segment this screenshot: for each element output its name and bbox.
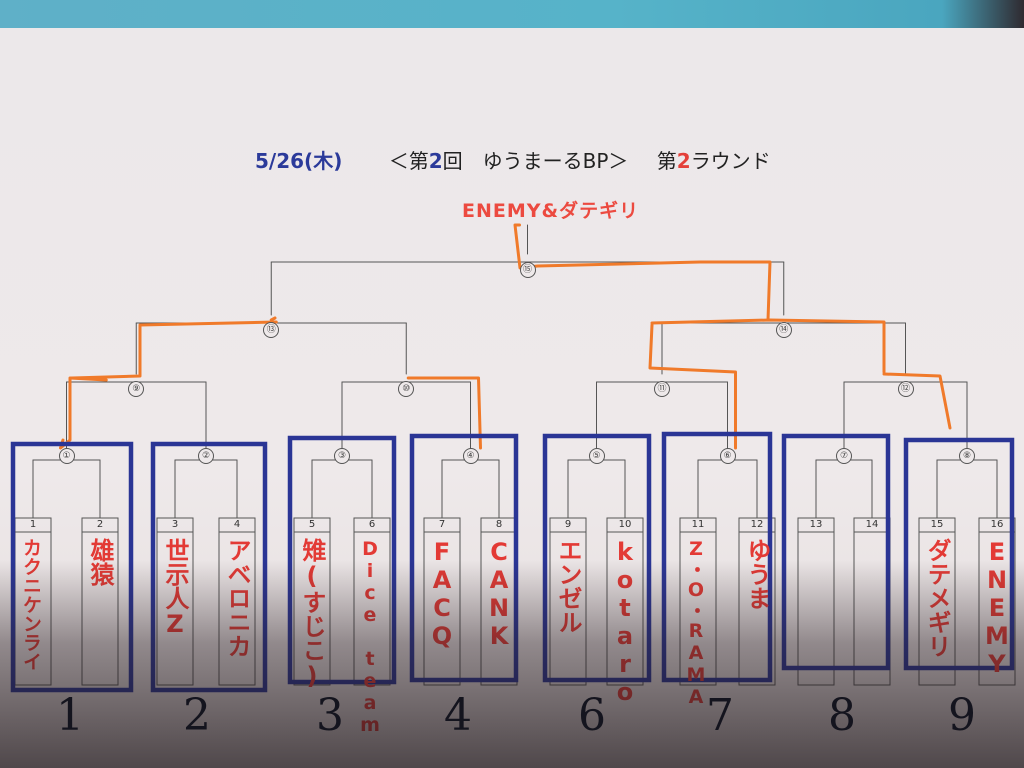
winner-path xyxy=(882,372,952,430)
slot-number: 1 xyxy=(29,519,37,530)
entry-name: アベロニカ xyxy=(223,538,251,658)
entry-name: ENEMY xyxy=(983,538,1011,678)
slot-number: 8 xyxy=(495,519,503,530)
match-number: ② xyxy=(198,448,214,464)
match-number: ③ xyxy=(334,448,350,464)
round-prefix: 第 xyxy=(656,149,677,173)
entry-name: エンゼル xyxy=(554,538,582,634)
date-label: 5/26(木) xyxy=(255,149,343,173)
group-number: 7 xyxy=(706,690,734,741)
slot-number: 6 xyxy=(368,519,376,530)
match-number: ⑤ xyxy=(588,448,605,464)
match-number: ⑨ xyxy=(128,381,145,397)
slot-number: 11 xyxy=(691,519,705,530)
match-number: ⑧ xyxy=(959,448,975,464)
entry-name: Z・O・RAMA xyxy=(685,538,707,708)
group-number: 9 xyxy=(948,690,976,741)
match-number: ⑫ xyxy=(897,381,914,397)
match-number: ⑥ xyxy=(719,448,736,464)
winner-path xyxy=(70,320,278,380)
winner-path xyxy=(513,223,772,322)
entry-name: ゆうま xyxy=(743,538,771,610)
slot-number: 7 xyxy=(438,519,446,530)
slot-number: 5 xyxy=(308,519,316,530)
winner-path xyxy=(269,316,277,322)
round-number: 2 xyxy=(676,149,691,173)
slot-number: 4 xyxy=(233,519,241,530)
slot-cell xyxy=(797,517,835,686)
event-close: 回 ゆうまーるBP＞ xyxy=(442,149,629,173)
slot-number: 9 xyxy=(564,519,572,530)
group-number: 1 xyxy=(56,690,84,741)
entry-name: 世示人Z xyxy=(161,538,189,638)
entry-name: 雄猿 xyxy=(86,538,114,586)
champion-label: ENEMY&ダテギリ xyxy=(462,200,640,222)
slot-number: 15 xyxy=(930,519,944,530)
entry-name: ダテメギリ xyxy=(923,538,951,658)
entry-name: kotaro xyxy=(611,538,639,706)
group-number: 8 xyxy=(828,690,856,741)
entry-name: CANK xyxy=(485,538,513,650)
winner-path xyxy=(406,376,482,450)
match-number: ⑬ xyxy=(263,322,280,338)
winner-path xyxy=(650,318,886,374)
match-number: ① xyxy=(58,448,75,464)
winner-path xyxy=(59,376,108,450)
round-suffix: ラウンド xyxy=(690,149,771,173)
slot-cell xyxy=(853,517,891,686)
match-number: ⑦ xyxy=(836,448,852,464)
match-number: ⑪ xyxy=(654,381,670,397)
event-open: ＜第 xyxy=(388,149,429,173)
entry-name: Dice team xyxy=(359,538,381,736)
slot-number: 12 xyxy=(750,519,764,530)
match-number: ⑩ xyxy=(398,381,415,397)
group-number: 6 xyxy=(578,690,606,741)
match-number: ⑭ xyxy=(775,322,792,338)
slot-number: 2 xyxy=(96,519,104,530)
match-number: ⑮ xyxy=(519,262,536,278)
entry-name: FACQ xyxy=(428,538,456,650)
slot-number: 3 xyxy=(171,519,179,530)
event-number: 2 xyxy=(428,149,443,173)
slot-number: 14 xyxy=(865,519,879,530)
match-number: ④ xyxy=(462,448,479,464)
sheet-header: 5/26(木) ＜第2回 ゆうまーるBP＞ 第2ラウンド xyxy=(255,145,771,174)
group-number: 3 xyxy=(316,690,344,741)
group-number: 2 xyxy=(183,690,211,741)
winner-path xyxy=(648,323,737,450)
slot-number: 10 xyxy=(618,519,632,530)
slot-number: 16 xyxy=(990,519,1004,530)
slot-number: 13 xyxy=(809,519,823,530)
entry-name: 雉(すじこ) xyxy=(298,538,326,690)
group-number: 4 xyxy=(444,690,472,741)
entry-name: カクニケンライ xyxy=(20,538,42,671)
